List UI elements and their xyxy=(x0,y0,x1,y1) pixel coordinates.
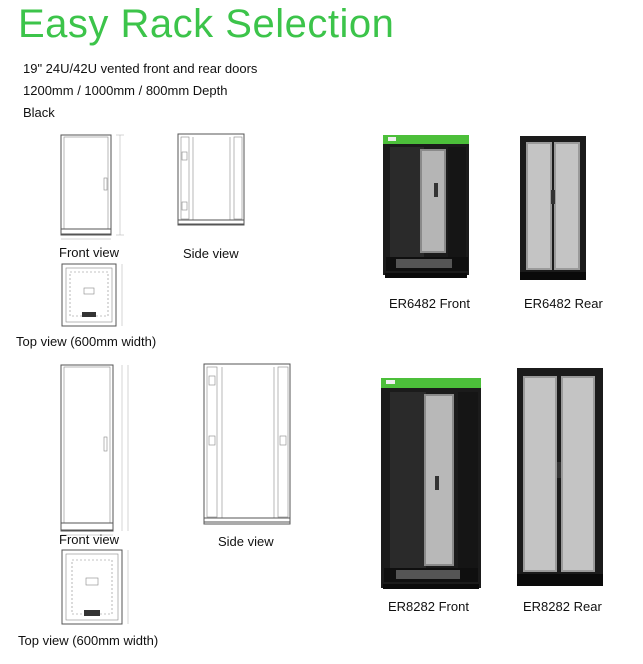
side-view-caption-42u: Side view xyxy=(218,534,274,549)
photo-caption-er6482-front: ER6482 Front xyxy=(389,296,470,311)
side-view-drawing-24u xyxy=(177,133,245,226)
photo-caption-er6482-rear: ER6482 Rear xyxy=(524,296,603,311)
spec-line-doors: 19" 24U/42U vented front and rear doors xyxy=(23,61,258,76)
page-title: Easy Rack Selection xyxy=(18,2,395,46)
front-view-drawing-24u xyxy=(60,134,124,240)
front-view-drawing-42u xyxy=(60,364,129,536)
rack-photo-er8282-front xyxy=(381,378,481,589)
top-view-drawing-24u xyxy=(61,263,123,327)
front-view-caption-42u: Front view xyxy=(59,532,119,547)
rack-photo-er6482-rear xyxy=(520,136,586,280)
spec-line-depth: 1200mm / 1000mm / 800mm Depth xyxy=(23,83,228,98)
top-view-drawing-42u xyxy=(61,549,129,625)
rack-photo-er8282-rear xyxy=(517,368,603,586)
front-view-caption-24u: Front view xyxy=(59,245,119,260)
photo-caption-er8282-rear: ER8282 Rear xyxy=(523,599,602,614)
top-view-caption-24u: Top view (600mm width) xyxy=(16,334,157,349)
top-view-caption-42u: Top view (600mm width) xyxy=(18,633,159,648)
photo-caption-er8282-front: ER8282 Front xyxy=(388,599,469,614)
rack-photo-er6482-front xyxy=(383,135,469,278)
side-view-drawing-42u xyxy=(203,363,291,525)
spec-line-color: Black xyxy=(23,105,55,120)
side-view-caption-24u: Side view xyxy=(183,246,239,261)
